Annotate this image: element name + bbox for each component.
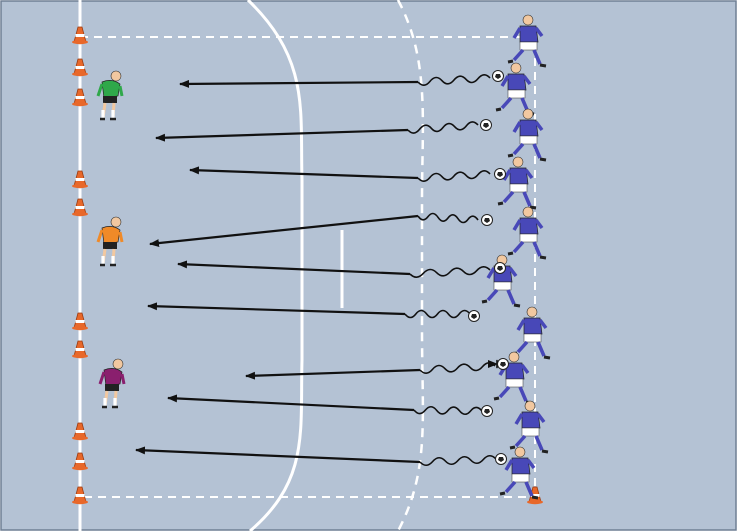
training-cone-icon: [72, 486, 88, 505]
soccer-ball-icon: [492, 70, 504, 82]
soccer-ball-icon: [494, 262, 506, 274]
goalkeeper-figure-icon: [96, 216, 124, 267]
attacking-player-icon: [507, 14, 547, 68]
soccer-ball-icon: [495, 453, 507, 465]
attacking-player-icon: [497, 156, 537, 210]
training-cone-icon: [72, 312, 88, 331]
shot-arrow: [155, 128, 409, 142]
shot-arrow: [147, 302, 406, 316]
shot-arrow: [189, 166, 419, 180]
shot-arrows-group: [135, 74, 498, 467]
goalkeeper-figure-icon: [96, 70, 124, 121]
dribble-path: [413, 405, 483, 416]
shot-arrow: [179, 79, 419, 88]
soccer-ball-icon: [481, 405, 493, 417]
dribble-path: [407, 121, 479, 134]
cones-group: [72, 26, 543, 505]
training-cone-icon: [72, 452, 88, 471]
training-cone-icon: [72, 26, 88, 45]
drill-area-boundary: [79, 36, 536, 498]
dribble-path: [417, 212, 479, 224]
shot-arrow: [149, 214, 419, 248]
attacking-player-icon: [495, 62, 535, 116]
soccer-ball-icon: [481, 214, 493, 226]
shot-arrow: [177, 260, 411, 276]
shot-arrow: [135, 446, 421, 464]
dribble-path: [417, 74, 491, 86]
training-cone-icon: [72, 198, 88, 217]
training-cone-icon: [72, 170, 88, 189]
soccer-ball-icon: [480, 119, 492, 131]
attackers-group: [468, 14, 551, 500]
attacking-player-icon: [499, 446, 539, 500]
attacking-player-icon: [511, 306, 551, 360]
attacking-player-icon: [509, 400, 549, 454]
soccer-ball-icon: [468, 310, 480, 322]
soccer-ball-icon: [494, 168, 506, 180]
training-cone-icon: [72, 422, 88, 441]
attacking-player-icon: [507, 108, 547, 162]
shot-arrow: [167, 394, 415, 412]
dribble-path: [409, 266, 491, 278]
attacking-player-icon: [507, 206, 547, 260]
dribble-path: [419, 362, 496, 374]
training-cone-icon: [527, 486, 543, 505]
training-cone-icon: [72, 88, 88, 107]
goalkeepers-group: [96, 70, 126, 409]
attacking-player-icon: [493, 351, 533, 405]
soccer-ball-icon: [497, 358, 509, 370]
dribble-path: [417, 170, 491, 182]
shot-arrow: [245, 368, 421, 380]
training-cone-icon: [72, 340, 88, 359]
training-cone-icon: [72, 58, 88, 77]
dribble-path: [404, 309, 471, 319]
dribble-path: [419, 454, 497, 467]
goalkeeper-figure-icon: [98, 358, 126, 409]
